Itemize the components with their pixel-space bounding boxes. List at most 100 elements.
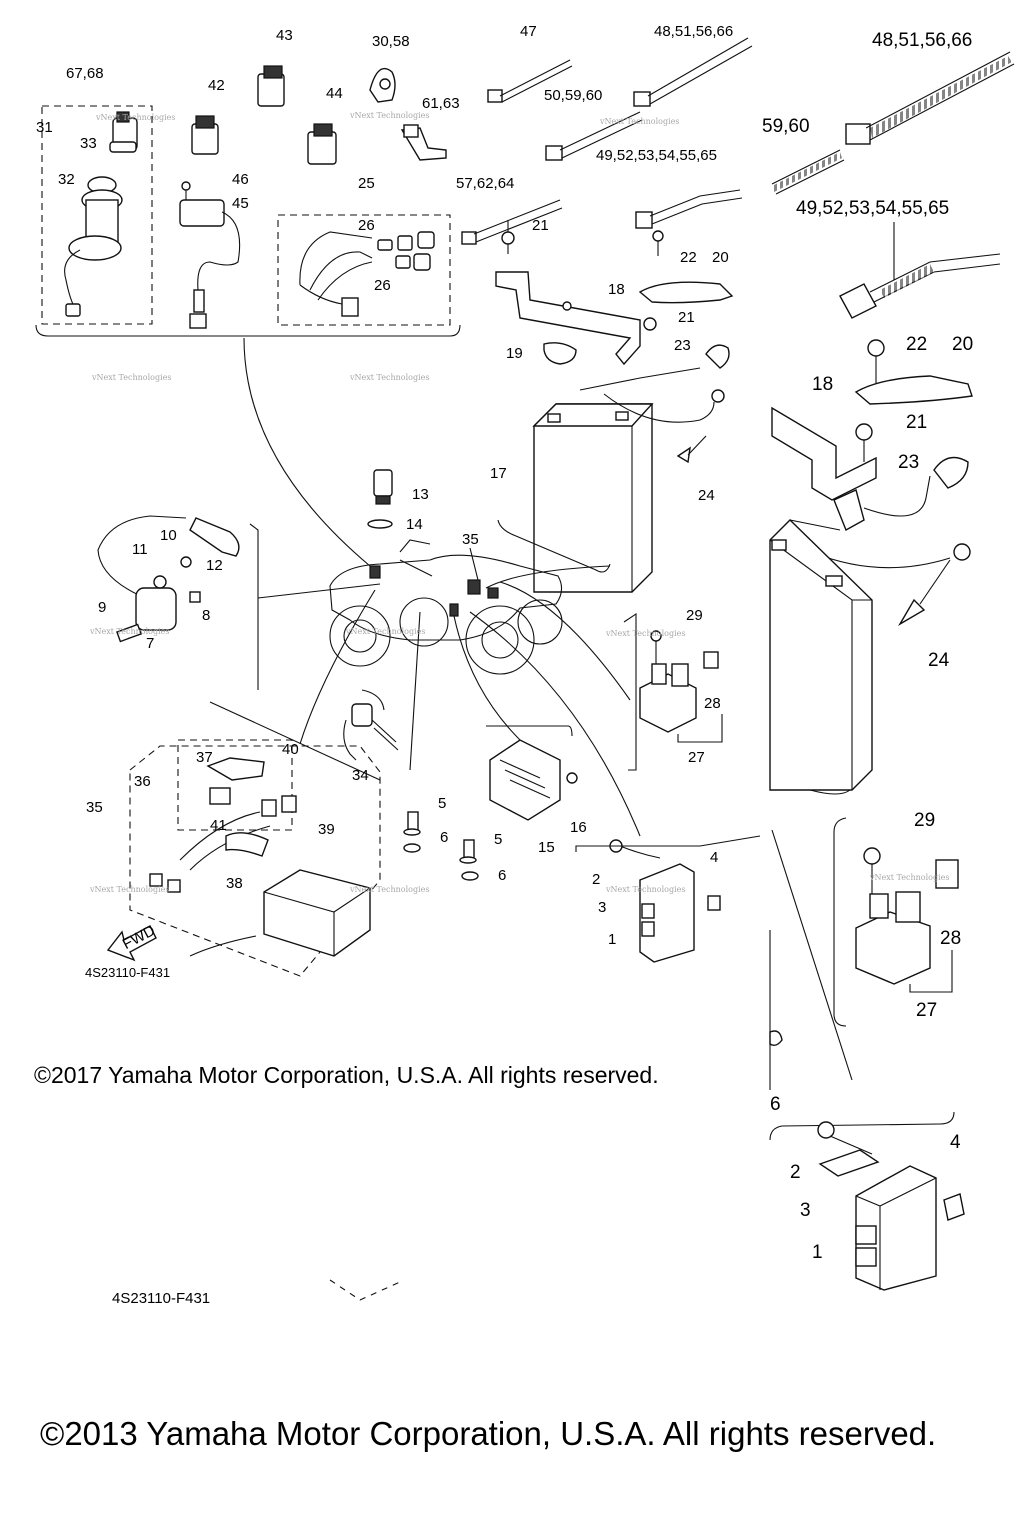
callout-10: 10 — [160, 527, 177, 544]
svg-text:vNext Technologies: vNext Technologies — [89, 885, 169, 894]
callout-20: 20 — [712, 249, 729, 266]
svg-text:vNext Technologies: vNext Technologies — [349, 885, 429, 894]
callout-2-large: 2 — [790, 1162, 801, 1183]
watermarks-outer: vNext Technologies — [869, 873, 949, 882]
outer-diagram: 48,51,56,66 59,60 49,52,53,54,55,65 22 2… — [329, 30, 1015, 1301]
callout-22: 22 — [680, 249, 697, 266]
callout-29-large: 29 — [914, 810, 935, 831]
callout-57-62-64: 57,62,64 — [456, 175, 514, 192]
callout-5a: 5 — [438, 795, 446, 812]
callout-31: 31 — [36, 119, 53, 136]
callout-11: 11 — [132, 541, 148, 558]
leader-lines-inner — [209, 337, 761, 852]
battery-17 — [497, 344, 730, 593]
callout-43: 43 — [276, 27, 293, 44]
fuse-box-group — [129, 739, 381, 977]
svg-text:vNext Technologies: vNext Technologies — [95, 113, 175, 122]
ignition-coil — [97, 515, 240, 643]
coupler-42 — [191, 115, 219, 155]
callout-59-60-partial: 59,60 — [762, 116, 810, 137]
callout-45: 45 — [232, 195, 249, 212]
wire-harness-25 — [299, 231, 435, 317]
callout-37: 37 — [196, 749, 213, 766]
callout-30-58: 30,58 — [372, 33, 410, 50]
copyright-outer: ©2013 Yamaha Motor Corporation, U.S.A. A… — [40, 1415, 937, 1452]
callout-48-51-56-66-large: 48,51,56,66 — [872, 30, 972, 51]
svg-text:vNext Technologies: vNext Technologies — [605, 885, 685, 894]
callout-19: 19 — [506, 345, 523, 362]
callout-18-large: 18 — [812, 374, 833, 395]
callout-4-large: 4 — [950, 1132, 961, 1153]
cable-tie-48-51-56-66 — [633, 37, 753, 107]
callout-28-large: 28 — [940, 928, 961, 949]
callout-9: 9 — [98, 599, 106, 616]
callout-6a: 6 — [440, 829, 448, 846]
callout-14: 14 — [406, 516, 423, 533]
callout-48-51-56-66-small: 48,51,56,66 — [654, 23, 733, 40]
wire-harness-box — [277, 214, 451, 326]
callout-15: 15 — [538, 839, 555, 856]
callout-6b: 6 — [498, 867, 506, 884]
callout-39: 39 — [318, 821, 335, 838]
callout-47: 47 — [520, 23, 537, 40]
svg-text:vNext Technologies: vNext Technologies — [349, 111, 429, 120]
starter-relay-45 — [179, 181, 241, 329]
fwd-arrow: FWD — [106, 922, 158, 962]
cdi-1-large — [769, 1111, 965, 1291]
callout-17: 17 — [490, 465, 507, 482]
atv-silhouette — [329, 539, 563, 675]
outer-callouts: 48,51,56,66 59,60 49,52,53,54,55,65 22 2… — [762, 30, 973, 1263]
callout-3-large: 3 — [800, 1200, 811, 1221]
svg-text:vNext Technologies: vNext Technologies — [605, 629, 685, 638]
callout-33: 33 — [80, 135, 97, 152]
zoom-partials — [329, 829, 853, 1301]
svg-text:vNext Technologies: vNext Technologies — [599, 117, 679, 126]
coupler-43 — [257, 65, 285, 107]
cable-tie-49-large — [839, 222, 1001, 319]
callout-7: 7 — [146, 635, 154, 652]
callout-21a: 21 — [532, 217, 549, 234]
watermarks-inner: vNext Technologies vNext Technologies vN… — [89, 111, 685, 894]
drawing-code-inner: 4S23110-F431 — [85, 965, 171, 980]
callout-23-large: 23 — [898, 452, 919, 473]
callout-32: 32 — [58, 171, 75, 188]
main-switch — [64, 111, 138, 317]
coupler-44 — [307, 123, 337, 165]
inner-callouts: 67,68 31 33 32 42 43 44 30,58 61,63 47 4… — [36, 23, 733, 948]
callout-1-large: 1 — [812, 1242, 823, 1263]
clamp-30-58 — [369, 67, 396, 103]
battery-cover-20 — [638, 230, 734, 304]
bracket-18-large — [771, 406, 877, 501]
svg-text:vNext Technologies: vNext Technologies — [349, 373, 429, 382]
callout-22-large: 22 — [906, 334, 927, 355]
callout-6-large: 6 — [770, 1094, 781, 1115]
svg-text:vNext Technologies: vNext Technologies — [91, 373, 171, 382]
battery-bracket-18 — [495, 220, 657, 366]
drawing-code-outer: 4S23110-F431 — [112, 1290, 211, 1307]
battery-17-large — [769, 519, 873, 791]
callout-12: 12 — [206, 557, 223, 574]
callout-61-63: 61,63 — [422, 95, 460, 112]
callout-18: 18 — [608, 281, 625, 298]
starter-relay-27 — [639, 630, 723, 743]
cable-tie-50-59-60 — [545, 111, 643, 161]
callout-21b: 21 — [678, 309, 695, 326]
callout-23: 23 — [674, 337, 691, 354]
callout-26a: 26 — [358, 217, 375, 234]
callout-5b: 5 — [494, 831, 502, 848]
cable-tie-49-52 — [635, 189, 743, 229]
relay-27-large — [833, 817, 959, 1027]
fwd-label: FWD — [120, 922, 158, 953]
callout-49-52-small: 49,52,53,54,55,65 — [596, 147, 717, 164]
svg-text:vNext Technologies: vNext Technologies — [345, 627, 425, 636]
upper-group-bracket — [35, 324, 461, 337]
main-switch-group-box — [41, 105, 153, 325]
callout-46: 46 — [232, 171, 249, 188]
callout-27-large: 27 — [916, 1000, 937, 1021]
svg-text:vNext Technologies: vNext Technologies — [869, 873, 949, 882]
callout-2-small: 2 — [592, 871, 600, 888]
callout-42: 42 — [208, 77, 225, 94]
callout-8: 8 — [202, 607, 210, 624]
callout-50-59-60: 50,59,60 — [544, 87, 602, 104]
